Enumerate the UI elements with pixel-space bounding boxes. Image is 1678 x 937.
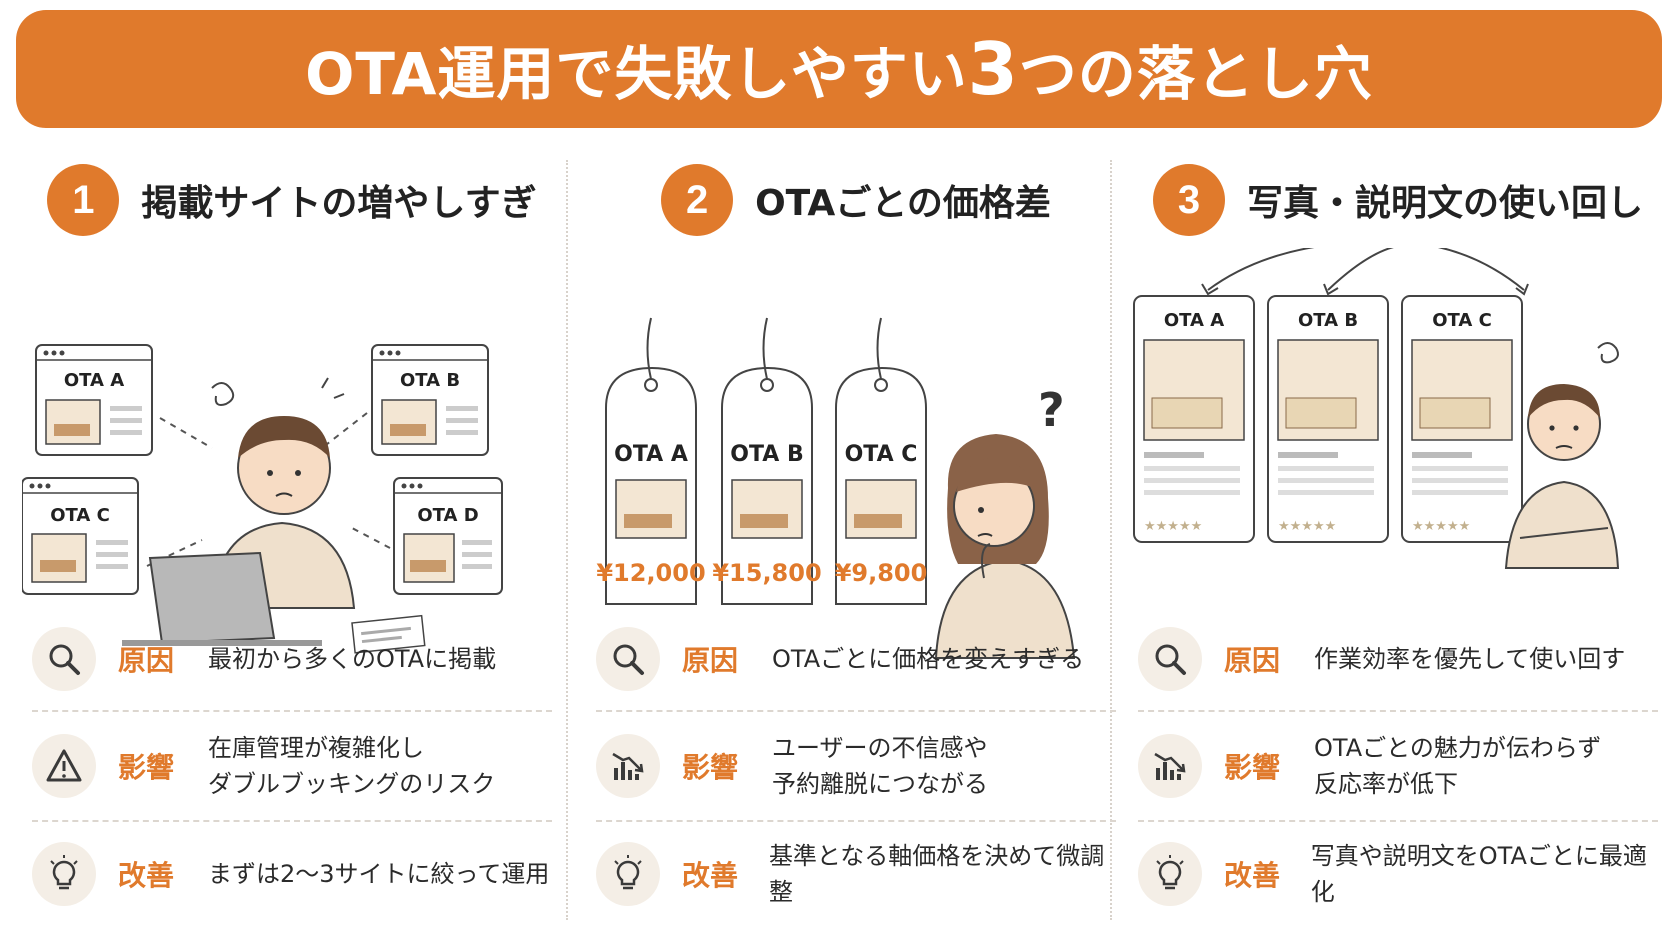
lightbulb-icon bbox=[596, 842, 660, 906]
fix-label: 改善 bbox=[1224, 859, 1281, 892]
pitfall-column-1: 1 掲載サイトの増やしすぎ OTA A bbox=[21, 148, 562, 928]
fix-text: 写真や説明文をOTAごとに最適化 bbox=[1310, 842, 1647, 906]
lightbulb-icon bbox=[32, 842, 96, 906]
tag-label: OTA A bbox=[614, 442, 688, 467]
illustration-price-gap: OTA A ¥12,000 OTA B ¥15,800 OTA C bbox=[586, 248, 1126, 668]
declining-chart-icon bbox=[1138, 734, 1202, 798]
pitfall-column-3: 3 写真・説明文の使い回し OTA A ★★★★★ OTA B bbox=[1128, 148, 1668, 928]
worried-person bbox=[122, 377, 426, 654]
title-text: OTA運用で失敗しやすい bbox=[305, 40, 968, 108]
effect-row: 影響 OTAごとの魅力が伝わらず 反応率が低下 bbox=[1138, 712, 1658, 822]
ota-window-d: OTA D bbox=[393, 477, 503, 595]
question-mark: ? bbox=[1038, 383, 1065, 437]
listing-card-b: OTA B ★★★★★ bbox=[1267, 295, 1389, 543]
tag-label: OTA B bbox=[730, 442, 803, 467]
effect-row: 影響 在庫管理が複雑化し ダブルブッキングのリスク bbox=[32, 712, 552, 822]
cause-row: 原因 作業効率を優先して使い回す bbox=[1138, 608, 1658, 712]
effect-label: 影響 bbox=[118, 751, 175, 784]
column-header: 2 OTAごとの価格差 bbox=[586, 160, 1126, 240]
frowning-man bbox=[1504, 342, 1620, 569]
number-badge: 3 bbox=[1152, 164, 1225, 236]
title-banner: OTA運用で失敗しやすい3つの落とし穴 bbox=[16, 10, 1662, 128]
column-title: OTAごとの価格差 bbox=[755, 183, 1051, 224]
window-label: OTA A bbox=[64, 370, 124, 391]
card-label: OTA A bbox=[1164, 310, 1224, 331]
effect-label: 影響 bbox=[1224, 751, 1281, 784]
cause-text: 作業効率を優先して使い回す bbox=[1314, 645, 1626, 673]
lightbulb-icon bbox=[1138, 842, 1202, 906]
magnifier-icon bbox=[32, 627, 96, 691]
price-tag-c: OTA C ¥9,800 bbox=[835, 317, 928, 605]
effect-line: OTAごとの魅力が伝わらず bbox=[1314, 734, 1602, 762]
effect-line: 反応率が低下 bbox=[1314, 770, 1458, 798]
detail-rows: 原因 OTAごとに価格を変えすぎる 影響 ユーザーの不信感や 予約離脱につながる… bbox=[596, 608, 1116, 926]
column-header: 1 掲載サイトの増やしすぎ bbox=[22, 160, 562, 240]
fix-row: 改善 写真や説明文をOTAごとに最適化 bbox=[1138, 822, 1658, 926]
cause-label: 原因 bbox=[682, 644, 739, 677]
illustration-reused-content: OTA A ★★★★★ OTA B ★★★★★ OTA C ★★★ bbox=[1128, 240, 1668, 668]
title-number: 3 bbox=[967, 27, 1019, 111]
listing-card-c: OTA C ★★★★★ bbox=[1401, 295, 1523, 543]
number-badge: 1 bbox=[47, 164, 120, 236]
effect-line: ダブルブッキングのリスク bbox=[208, 770, 496, 798]
fix-label: 改善 bbox=[682, 859, 739, 892]
price-tag-a: OTA A ¥12,000 bbox=[596, 317, 706, 605]
cause-row: 原因 最初から多くのOTAに掲載 bbox=[32, 608, 552, 712]
confused-woman: ? bbox=[934, 383, 1076, 659]
cause-label: 原因 bbox=[1224, 644, 1281, 677]
effect-row: 影響 ユーザーの不信感や 予約離脱につながる bbox=[596, 712, 1116, 822]
fix-row: 改善 まずは2〜3サイトに絞って運用 bbox=[32, 822, 552, 926]
effect-line: 在庫管理が複雑化し bbox=[208, 734, 424, 762]
magnifier-icon bbox=[596, 627, 660, 691]
cause-row: 原因 OTAごとに価格を変えすぎる bbox=[596, 608, 1116, 712]
svg-text:★★★★★: ★★★★★ bbox=[1144, 519, 1202, 534]
ota-window-b: OTA B bbox=[371, 344, 489, 456]
listing-card-a: OTA A ★★★★★ bbox=[1133, 295, 1255, 543]
cause-label: 原因 bbox=[118, 644, 175, 677]
tag-price: ¥15,800 bbox=[712, 559, 821, 587]
card-label: OTA C bbox=[1432, 310, 1492, 331]
warning-icon bbox=[32, 734, 96, 798]
card-label: OTA B bbox=[1298, 310, 1358, 331]
detail-rows: 原因 最初から多くのOTAに掲載 影響 在庫管理が複雑化し ダブルブッキングのリ… bbox=[32, 608, 552, 926]
tag-label: OTA C bbox=[845, 442, 918, 467]
tag-price: ¥12,000 bbox=[596, 559, 705, 587]
fix-text: まずは2〜3サイトに絞って運用 bbox=[208, 860, 550, 888]
fix-text: 基準となる軸価格を決めて微調整 bbox=[768, 842, 1105, 906]
cause-text: OTAごとに価格を変えすぎる bbox=[772, 645, 1085, 673]
ota-window-c: OTA C bbox=[21, 477, 139, 595]
pitfall-column-2: 2 OTAごとの価格差 OTA A ¥12,000 OTA B ¥15,800 bbox=[586, 148, 1126, 928]
price-tag-b: OTA B ¥15,800 bbox=[712, 317, 822, 605]
effect-label: 影響 bbox=[682, 751, 739, 784]
column-divider bbox=[1110, 160, 1112, 920]
detail-rows: 原因 作業効率を優先して使い回す 影響 OTAごとの魅力が伝わらず 反応率が低下… bbox=[1138, 608, 1658, 926]
effect-text: ユーザーの不信感や 予約離脱につながる bbox=[772, 730, 988, 802]
fix-label: 改善 bbox=[118, 859, 175, 892]
svg-text:★★★★★: ★★★★★ bbox=[1278, 519, 1336, 534]
ota-window-a: OTA A bbox=[35, 344, 153, 456]
effect-text: 在庫管理が複雑化し ダブルブッキングのリスク bbox=[208, 730, 495, 802]
effect-line: 予約離脱につながる bbox=[772, 770, 988, 798]
page-title: OTA運用で失敗しやすい3つの落とし穴 bbox=[305, 27, 1373, 111]
number-badge: 2 bbox=[661, 164, 734, 236]
cause-text: 最初から多くのOTAに掲載 bbox=[208, 645, 497, 673]
fix-row: 改善 基準となる軸価格を決めて微調整 bbox=[596, 822, 1116, 926]
magnifier-icon bbox=[1138, 627, 1202, 691]
effect-text: OTAごとの魅力が伝わらず 反応率が低下 bbox=[1314, 730, 1601, 802]
window-label: OTA B bbox=[400, 370, 460, 391]
window-label: OTA D bbox=[417, 505, 478, 526]
column-title: 掲載サイトの増やしすぎ bbox=[141, 183, 537, 224]
svg-text:★★★★★: ★★★★★ bbox=[1412, 519, 1470, 534]
column-title: 写真・説明文の使い回し bbox=[1246, 183, 1643, 224]
declining-chart-icon bbox=[596, 734, 660, 798]
title-tail: つの落とし穴 bbox=[1018, 40, 1373, 108]
illustration-too-many-sites: OTA A OTA B OTA C bbox=[21, 248, 562, 668]
effect-line: ユーザーの不信感や bbox=[772, 734, 988, 762]
window-label: OTA C bbox=[50, 505, 110, 526]
column-header: 3 写真・説明文の使い回し bbox=[1128, 160, 1668, 240]
tag-price: ¥9,800 bbox=[835, 559, 928, 587]
column-divider bbox=[566, 160, 568, 920]
